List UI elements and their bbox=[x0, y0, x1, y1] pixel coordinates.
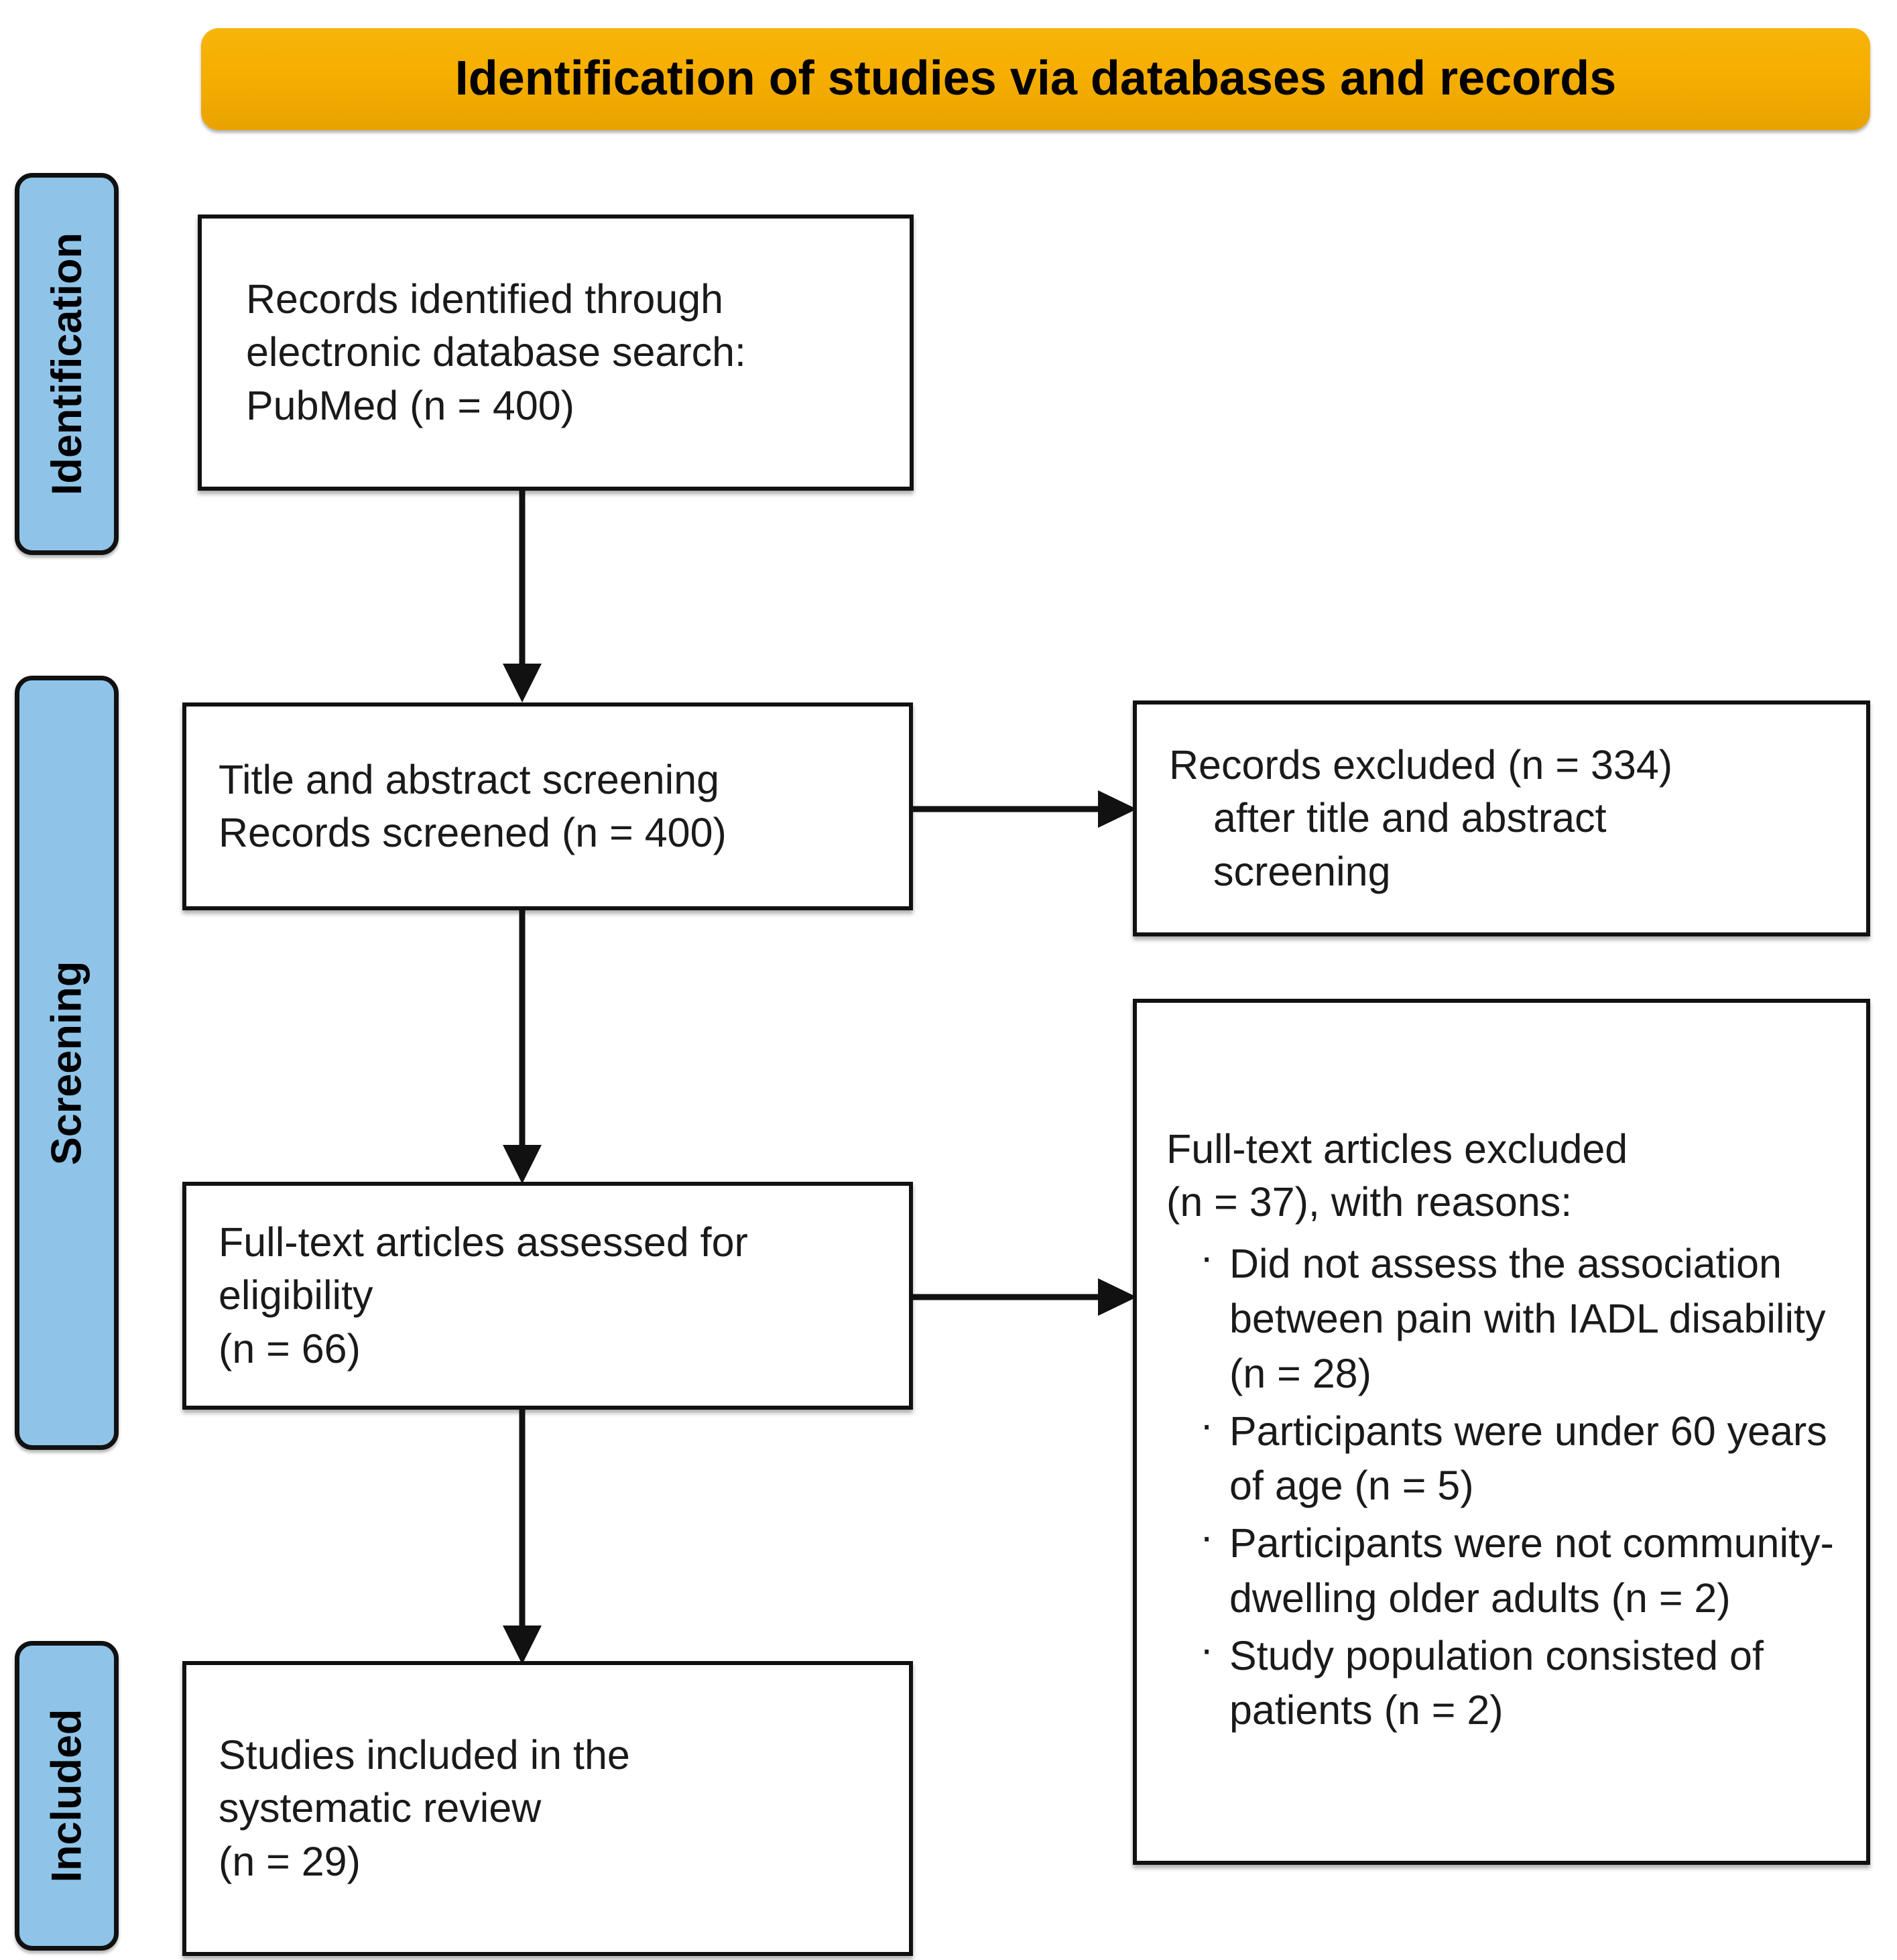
box-studies-included-text: Studies included in the systematic revie… bbox=[219, 1732, 630, 1884]
records-excluded-line-1: Records excluded (n = 334) bbox=[1169, 742, 1673, 788]
records-excluded-line-3: screening bbox=[1213, 848, 1391, 894]
stage-label-identification: Identification bbox=[43, 233, 90, 495]
box-records-screened: Title and abstract screening Records scr… bbox=[182, 702, 913, 910]
diagram-title-banner: Identification of studies via databases … bbox=[201, 28, 1870, 130]
box-records-excluded: Records excluded (n = 334) after title an… bbox=[1133, 700, 1870, 936]
stage-bar-identification: Identification bbox=[15, 173, 119, 555]
list-item: Participants were under 60 years of age … bbox=[1199, 1398, 1841, 1514]
box-records-identified-text: Records identified through electronic da… bbox=[246, 276, 746, 428]
stage-bar-included: Included bbox=[15, 1641, 119, 1951]
list-item: Participants were not community-dwelling… bbox=[1199, 1510, 1841, 1626]
stage-label-included: Included bbox=[43, 1709, 90, 1883]
box-fulltext-assessed: Full-text articles assessed for eligibil… bbox=[182, 1182, 913, 1410]
connector-fulltext-to-excluded-fulltext bbox=[910, 1274, 1138, 1321]
list-item: Study population consisted of patients (… bbox=[1199, 1622, 1841, 1738]
page-title: Identification of studies via databases … bbox=[454, 52, 1617, 106]
stage-label-screening: Screening bbox=[43, 961, 90, 1165]
box-records-identified: Records identified through electronic da… bbox=[198, 215, 914, 491]
box-fulltext-assessed-text: Full-text articles assessed for eligibil… bbox=[219, 1219, 748, 1371]
box-studies-included: Studies included in the systematic revie… bbox=[182, 1661, 913, 1956]
stage-bar-screening: Screening bbox=[15, 676, 119, 1450]
box-records-excluded-text: Records excluded (n = 334) after title an… bbox=[1137, 739, 1866, 898]
connector-identified-to-screened bbox=[497, 491, 547, 704]
fulltext-exclusion-reason-list: Did not assess the association between p… bbox=[1137, 1230, 1866, 1741]
connector-fulltext-to-included bbox=[497, 1410, 547, 1666]
connector-screened-to-fulltext bbox=[497, 910, 547, 1185]
box-fulltext-excluded-heading: Full-text articles excluded (n = 37), wi… bbox=[1166, 1125, 1628, 1225]
connector-screened-to-excluded-records bbox=[910, 786, 1138, 833]
box-records-screened-text: Title and abstract screening Records scr… bbox=[219, 756, 727, 855]
records-excluded-line-2: after title and abstract bbox=[1213, 795, 1607, 841]
box-fulltext-excluded: Full-text articles excluded (n = 37), wi… bbox=[1133, 999, 1870, 1865]
list-item: Did not assess the association between p… bbox=[1199, 1230, 1841, 1401]
